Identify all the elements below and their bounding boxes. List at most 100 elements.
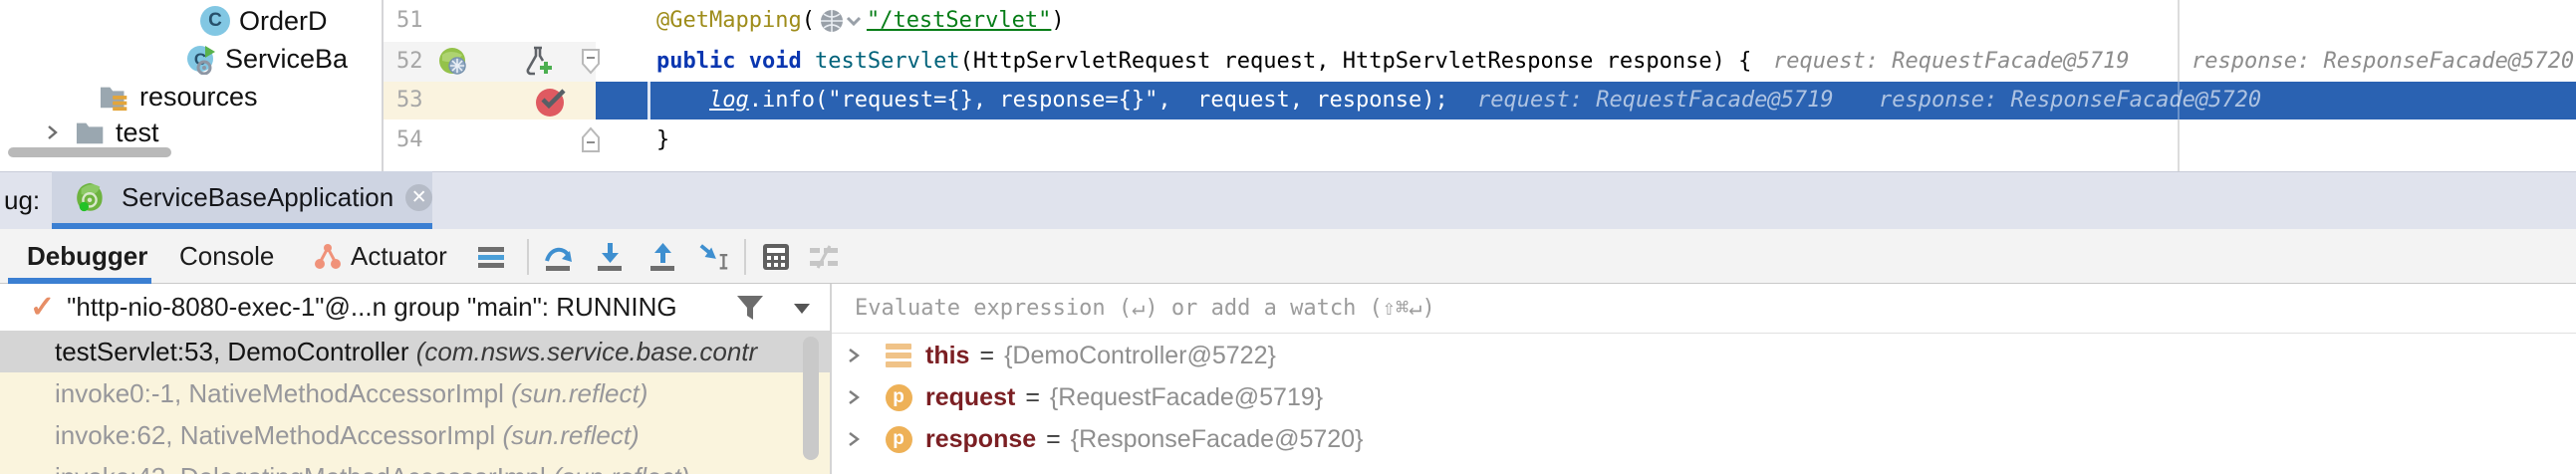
chevron-right-icon[interactable] [846, 388, 868, 406]
editor-left-inset [647, 82, 650, 119]
spring-mapping-icon[interactable] [438, 47, 468, 82]
thread-status-check-icon: ✓ [30, 291, 56, 324]
evaluate-expression-input[interactable]: Evaluate expression (↵) or add a watch (… [832, 284, 2576, 334]
tree-item-resources[interactable]: resources [100, 78, 258, 116]
url-string-token[interactable]: "/testServlet" [866, 8, 1052, 33]
equals-sign: = [1025, 382, 1040, 411]
debugger-toolbar [0, 229, 2576, 284]
tree-item-label: ServiceBa [225, 44, 349, 74]
run-config-tab-label: ServiceBaseApplication [122, 181, 394, 212]
folder-icon [76, 117, 108, 148]
field-token: log [709, 88, 749, 113]
tab-debugger[interactable]: Debugger [27, 241, 148, 271]
method-name-token: testServlet [814, 49, 960, 74]
tree-item-orderd[interactable]: C OrderD [199, 2, 328, 40]
code-token: (HttpServletRequest request, HttpServlet… [959, 49, 1752, 74]
line-number: 54 [396, 127, 423, 152]
frame-location: invoke:43, DelegatingMethodAccessorImpl [55, 462, 553, 474]
frame-location: testServlet:53, DemoController [55, 337, 416, 366]
panel-separator [830, 284, 832, 474]
active-tab-underline [52, 223, 432, 229]
toolbar-separator [527, 239, 529, 275]
thread-dropdown-arrow-icon[interactable] [792, 302, 812, 316]
tree-item-test[interactable]: test [36, 114, 159, 151]
line-number: 51 [396, 8, 423, 33]
frame-package: (sun.reflect) [511, 378, 648, 408]
filter-funnel-icon[interactable] [735, 294, 765, 322]
tree-item-servicebase[interactable]: C ServiceBa [185, 40, 348, 78]
spring-boot-icon [74, 181, 106, 213]
url-mapping-inlay-icon[interactable] [818, 7, 864, 35]
runnable-class-icon: C [185, 43, 217, 75]
chevron-right-icon[interactable] [846, 430, 868, 448]
inline-debugger-hint: response: ResponseFacade@5720 [2191, 49, 2575, 74]
toolbar-separator [744, 239, 746, 275]
frames-scrollbar-thumb[interactable] [803, 337, 819, 460]
keyword-token: public void [656, 49, 815, 74]
fold-marker-collapse[interactable] [581, 48, 601, 75]
execution-line-highlight [596, 82, 2576, 119]
variables-panel: Evaluate expression (↵) or add a watch (… [832, 284, 2576, 474]
code-line-51: @GetMapping("/testServlet") [656, 1, 1065, 41]
code-token: .info("request={}, response={}", request… [748, 88, 1448, 113]
line-number: 52 [396, 49, 423, 74]
tree-item-label: test [116, 118, 159, 147]
variable-name: this [925, 341, 970, 369]
debug-window-label: ug: [4, 185, 41, 215]
step-into-button[interactable] [594, 241, 628, 273]
panel-separator [382, 0, 384, 171]
trace-stream-button-disabled [807, 241, 841, 273]
project-tree-panel: C OrderD C ServiceBa [0, 0, 382, 171]
show-execution-point-button[interactable] [474, 241, 508, 273]
run-to-cursor-button[interactable] [697, 241, 731, 273]
gutter-row-highlight [384, 42, 596, 82]
fold-marker-end[interactable] [581, 125, 601, 152]
object-value-icon [884, 342, 913, 369]
parameter-icon: p [884, 383, 913, 411]
close-icon[interactable]: ✕ [405, 183, 433, 211]
variable-value: {DemoController@5722} [1004, 341, 1276, 369]
tab-console[interactable]: Console [179, 241, 275, 271]
thread-label: "http-nio-8080-exec-1"@...n group "main"… [67, 292, 677, 322]
variable-row-request[interactable]: p request = {RequestFacade@5719} [832, 376, 2576, 418]
line-number: 53 [396, 88, 423, 113]
tree-item-label: resources [139, 82, 258, 112]
chevron-right-icon[interactable] [846, 347, 868, 364]
resources-folder-icon [100, 81, 131, 113]
breakpoint-icon[interactable] [534, 85, 570, 123]
stack-frame-row[interactable]: invoke0:-1, NativeMethodAccessorImpl (su… [0, 372, 830, 414]
active-toolbar-tab-underline [8, 278, 151, 284]
run-config-tab[interactable]: ServiceBaseApplication ✕ [52, 171, 433, 223]
stack-frame-row[interactable]: invoke:43, DelegatingMethodAccessorImpl … [0, 456, 830, 474]
frame-package: (com.nsws.service.base.contr [415, 337, 758, 366]
actuator-icon [311, 241, 345, 273]
paren-token: ) [1051, 8, 1065, 33]
equals-sign: = [1046, 424, 1061, 453]
variable-name: response [925, 424, 1037, 453]
inline-debugger-hint: request: RequestFacade@5719 [1477, 88, 1834, 113]
frame-package: (sun.reflect) [502, 420, 640, 450]
inline-debugger-hint: response: ResponseFacade@5720 [1879, 88, 2262, 113]
class-icon: C [199, 5, 231, 37]
thread-selector-row[interactable]: ✓ "http-nio-8080-exec-1"@...n group "mai… [0, 284, 830, 331]
step-out-button[interactable] [646, 241, 680, 273]
code-line-53-current: log.info("request={}, response={}", requ… [709, 81, 1448, 120]
equals-sign: = [979, 341, 995, 369]
code-token: } [656, 127, 670, 152]
step-over-button[interactable] [542, 241, 576, 273]
stack-frame-row[interactable]: invoke:62, NativeMethodAccessorImpl (sun… [0, 414, 830, 456]
right-margin-guide-on-selection [2178, 82, 2180, 119]
stack-frame-row-selected[interactable]: testServlet:53, DemoController (com.nsws… [0, 331, 830, 372]
variable-row-this[interactable]: this = {DemoController@5722} [832, 335, 2576, 376]
variable-row-response[interactable]: p response = {ResponseFacade@5720} [832, 418, 2576, 460]
parameter-icon: p [884, 425, 913, 453]
tab-actuator[interactable]: Actuator [351, 241, 447, 271]
paren-token: ( [801, 8, 815, 33]
test-flask-icon[interactable] [522, 44, 554, 83]
evaluate-expression-button[interactable] [759, 241, 793, 273]
horizontal-scrollbar-thumb[interactable] [8, 147, 171, 157]
chevron-right-icon[interactable] [36, 117, 68, 148]
code-line-52: public void testServlet(HttpServletReque… [656, 42, 1751, 82]
frames-panel: ✓ "http-nio-8080-exec-1"@...n group "mai… [0, 284, 830, 474]
